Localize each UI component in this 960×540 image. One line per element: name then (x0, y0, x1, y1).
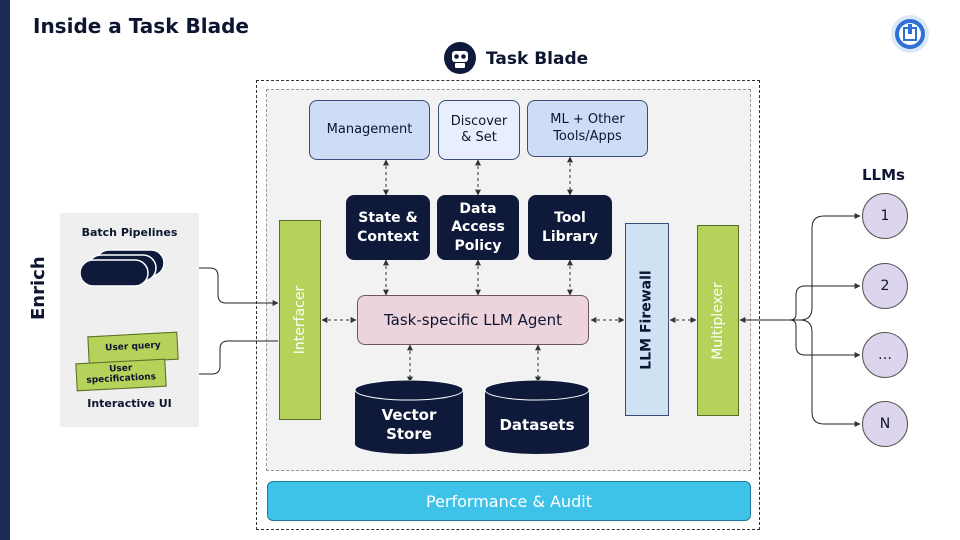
llm-agent-box: Task-specific LLM Agent (357, 295, 589, 345)
vector-store-cylinder: Vector Store (354, 380, 464, 456)
llm-node: N (862, 401, 908, 447)
llm-node: 1 (862, 193, 908, 239)
vector-store-label: Vector Store (381, 406, 437, 443)
user-specifications-card: User specifications (75, 358, 167, 392)
llm-firewall-label: LLM Firewall (639, 269, 656, 370)
left-accent-bar (0, 0, 10, 540)
llm-node: … (862, 332, 908, 378)
enrich-label: Enrich (28, 256, 49, 320)
data-access-policy-box: Data Access Policy (437, 195, 519, 260)
ml-tools-apps-box: ML + Other Tools/Apps (527, 100, 648, 157)
llms-title: LLMs (862, 166, 905, 184)
task-blade-title: Task Blade (486, 49, 589, 69)
llm-node: 2 (862, 263, 908, 309)
multiplexer-bar: Multiplexer (697, 225, 739, 416)
interfacer-bar: Interfacer (279, 220, 321, 420)
interactive-ui-label: Interactive UI (87, 397, 172, 410)
batch-pipelines-label: Batch Pipelines (81, 226, 178, 239)
management-box: Management (309, 100, 430, 160)
batch-pipelines-icon (79, 248, 168, 288)
llm-firewall-bar: LLM Firewall (625, 223, 669, 416)
page-title: Inside a Task Blade (33, 14, 249, 38)
datasets-cylinder: Datasets (484, 380, 590, 456)
datasets-label: Datasets (499, 416, 575, 434)
state-context-box: State & Context (346, 195, 430, 260)
discover-set-box: Discover & Set (438, 100, 520, 160)
interfacer-label: Interfacer (292, 285, 308, 355)
logo-icon (890, 14, 930, 54)
multiplexer-label: Multiplexer (710, 281, 726, 360)
robot-icon (444, 42, 476, 74)
performance-audit-bar: Performance & Audit (267, 481, 751, 521)
tool-library-box: Tool Library (528, 195, 612, 260)
enrich-panel (60, 213, 199, 427)
